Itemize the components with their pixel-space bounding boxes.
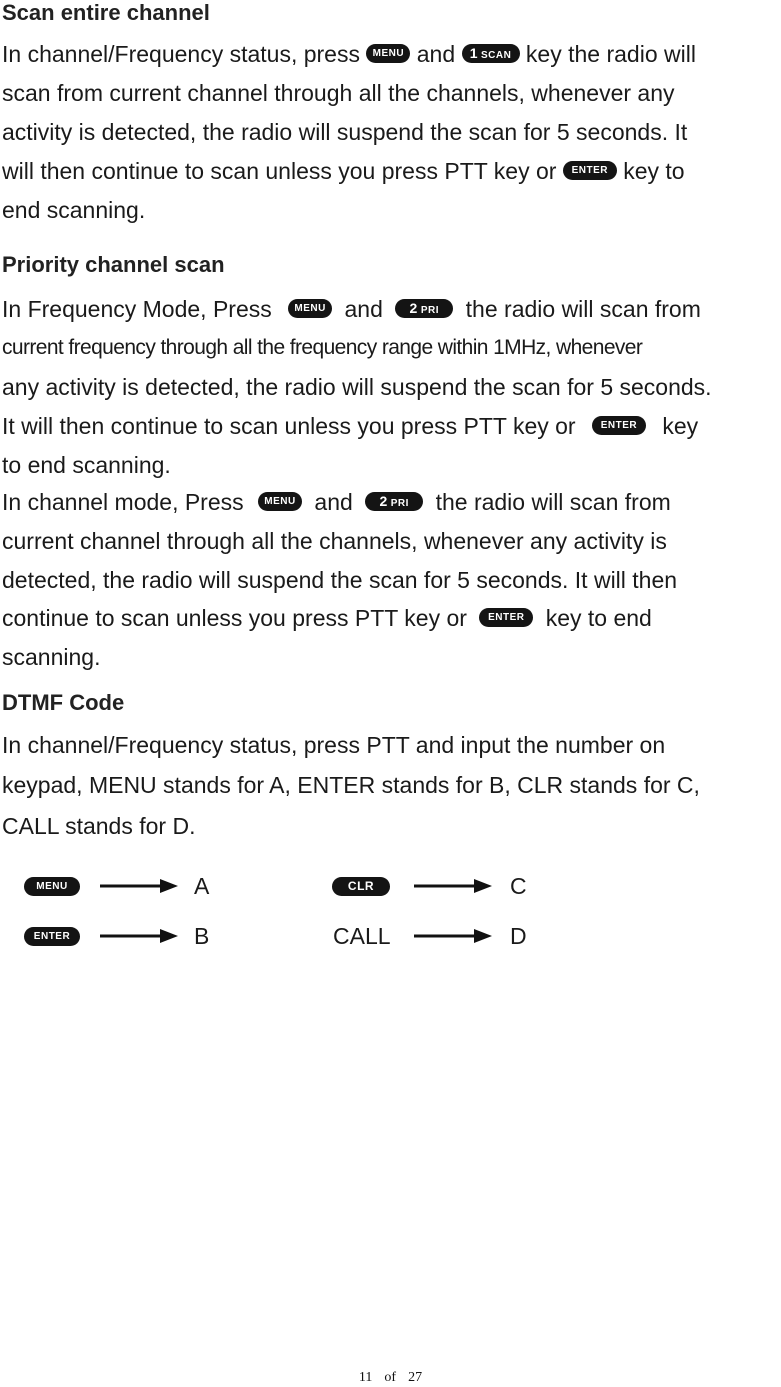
priority-channel-line-3: detected, the radio will suspend the sca… bbox=[2, 567, 678, 593]
key-number: 2 bbox=[379, 493, 388, 510]
page-total: 27 bbox=[408, 1370, 423, 1385]
key-label: PRI bbox=[390, 498, 409, 510]
menu-key-icon: MENU bbox=[24, 877, 80, 896]
dtmf-line-3: CALL stands for D. bbox=[2, 813, 196, 839]
text: and bbox=[314, 489, 353, 515]
scan-entire-line-4: will then continue to scan unless you pr… bbox=[2, 157, 685, 185]
text: the radio will scan from bbox=[435, 489, 671, 515]
text: and bbox=[416, 41, 456, 67]
dtmf-line-1: In channel/Frequency status, press PTT a… bbox=[2, 732, 666, 758]
text: and bbox=[344, 296, 383, 322]
arrow-right-icon bbox=[414, 929, 492, 943]
dtmf-letter-a: A bbox=[194, 873, 210, 899]
text: key to bbox=[623, 158, 685, 184]
text: In Frequency Mode, Press bbox=[2, 296, 272, 322]
text: the radio will scan from bbox=[465, 296, 701, 322]
menu-key-icon: MENU bbox=[288, 299, 333, 319]
scan-entire-line-1: In channel/Frequency status, press MENU … bbox=[2, 40, 696, 68]
arrow-right-icon bbox=[100, 929, 178, 943]
priority-line-3: any activity is detected, the radio will… bbox=[2, 374, 712, 400]
priority-line-4: It will then continue to scan unless you… bbox=[2, 412, 698, 440]
text: key bbox=[662, 413, 699, 439]
section-title-scan-entire: Scan entire channel bbox=[2, 0, 210, 25]
text: It will then continue to scan unless you… bbox=[2, 413, 576, 439]
key-number: 2 bbox=[409, 300, 418, 317]
page-number-footer: 11 of 27 bbox=[0, 1370, 781, 1386]
arrow-right-icon bbox=[414, 879, 492, 893]
page-current: 11 bbox=[358, 1370, 373, 1385]
key-label: PRI bbox=[420, 305, 440, 317]
priority-line-5: to end scanning. bbox=[2, 452, 171, 478]
key-number: 1 bbox=[469, 45, 478, 62]
text: In channel/Frequency status, press bbox=[2, 41, 360, 67]
text: key the radio will bbox=[525, 41, 696, 67]
section-title-priority: Priority channel scan bbox=[2, 252, 225, 277]
menu-key-icon: MENU bbox=[258, 492, 303, 512]
scan-entire-line-5: end scanning. bbox=[2, 197, 146, 223]
call-key-label: CALL bbox=[333, 923, 391, 949]
menu-key-icon: MENU bbox=[366, 44, 411, 64]
dtmf-line-2: keypad, MENU stands for A, ENTER stands … bbox=[2, 772, 700, 798]
scan-entire-line-2: scan from current channel through all th… bbox=[2, 80, 675, 106]
priority-line-2: current frequency through all the freque… bbox=[2, 336, 643, 359]
text: In channel mode, Press bbox=[2, 489, 244, 515]
text: key to end bbox=[545, 605, 652, 631]
clr-key-icon: CLR bbox=[332, 877, 390, 896]
scan-entire-line-3: activity is detected, the radio will sus… bbox=[2, 119, 688, 145]
text: will then continue to scan unless you pr… bbox=[2, 158, 557, 184]
dtmf-letter-c: C bbox=[510, 873, 527, 899]
dtmf-letter-d: D bbox=[510, 923, 527, 949]
enter-key-icon: ENTER bbox=[479, 608, 534, 628]
priority-channel-line-5: scanning. bbox=[2, 644, 101, 670]
enter-key-icon: ENTER bbox=[562, 161, 617, 181]
enter-key-icon: ENTER bbox=[24, 927, 80, 946]
key-label: SCAN bbox=[481, 50, 512, 62]
text: continue to scan unless you press PTT ke… bbox=[2, 605, 467, 631]
arrow-right-icon bbox=[100, 879, 178, 893]
priority-channel-line-4: continue to scan unless you press PTT ke… bbox=[2, 604, 652, 632]
dtmf-letter-b: B bbox=[194, 923, 210, 949]
page-of: of bbox=[384, 1370, 397, 1385]
enter-key-icon: ENTER bbox=[591, 416, 646, 436]
section-title-dtmf: DTMF Code bbox=[2, 690, 125, 715]
priority-channel-line-2: current channel through all the channels… bbox=[2, 528, 667, 554]
